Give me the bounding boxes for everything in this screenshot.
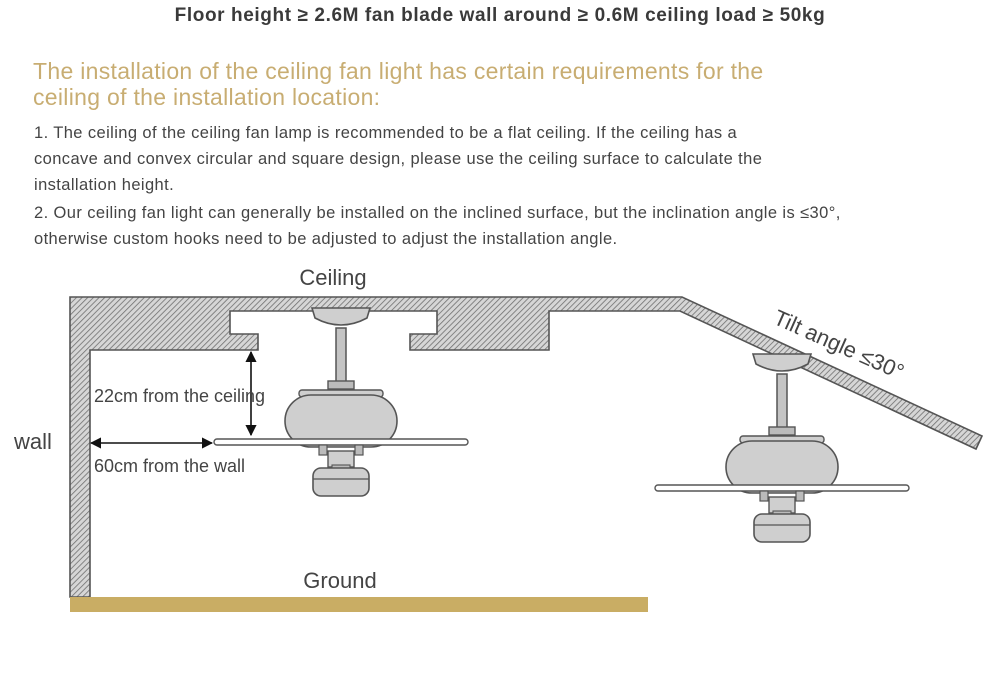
note-flat-ceiling: 1. The ceiling of the ceiling fan lamp i… [34,124,763,194]
wall-distance-label: 60cm from the wall [94,456,245,476]
wall-label: wall [13,429,52,454]
ceiling-label: Ceiling [299,265,366,290]
page-title: Floor height ≥ 2.6M fan blade wall aroun… [174,5,826,26]
ceiling-distance-label: 22cm from the ceiling [94,386,265,406]
tilted-ceiling-fan [654,353,910,543]
ground-strip [70,597,648,612]
ground-label: Ground [303,568,376,593]
note-inclined-ceiling: 2. Our ceiling fan light can generally b… [34,204,841,248]
ceiling-and-wall [69,296,984,598]
section-subtitle: The installation of the ceiling fan ligh… [33,58,764,110]
